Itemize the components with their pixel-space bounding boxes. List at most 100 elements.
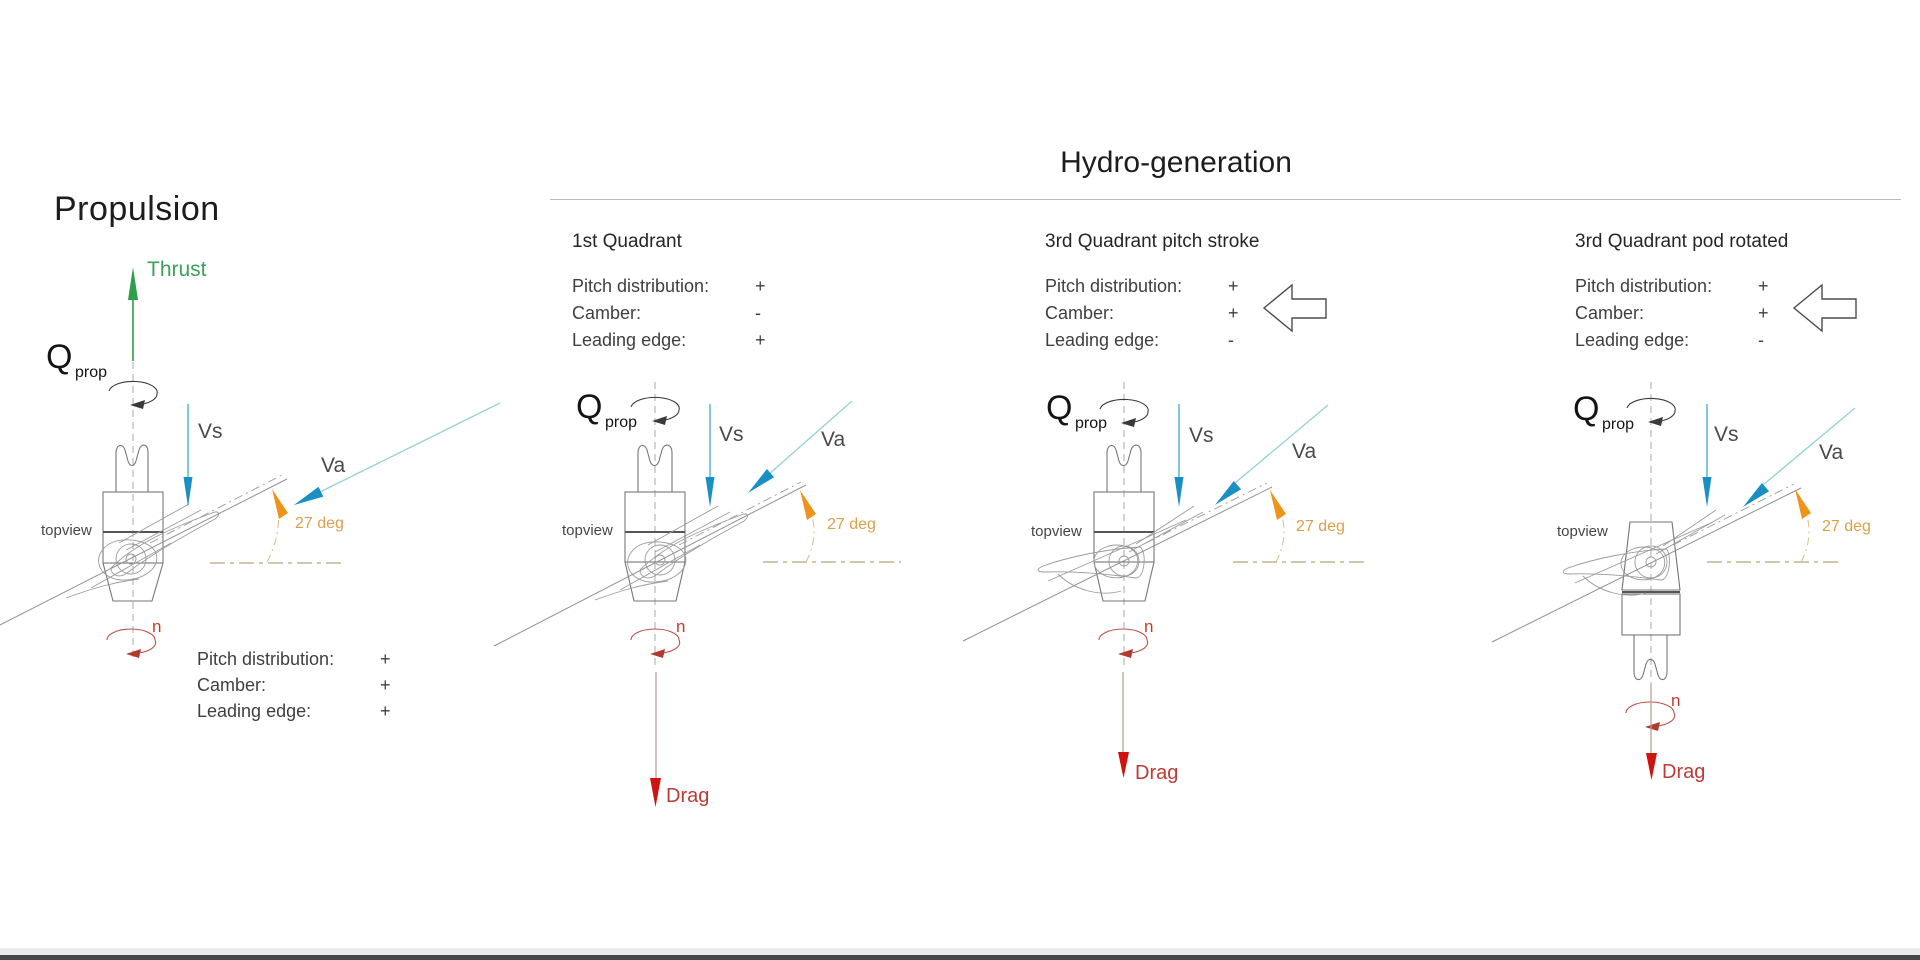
hub-circle <box>1634 545 1668 579</box>
table-label: Pitch distribution: <box>1575 276 1713 296</box>
third-quadrant-pitch-stroke-diagram <box>962 283 1364 778</box>
table-value: + <box>755 330 766 350</box>
va-arrow <box>748 400 853 493</box>
rotation-indicator-top <box>108 380 158 409</box>
q-prop-label: Q <box>1573 390 1600 428</box>
rotation-indicator-top <box>1626 397 1676 426</box>
angle-markers <box>1233 490 1364 563</box>
blade-sketch <box>594 505 748 601</box>
va-label: Va <box>321 454 346 477</box>
q-prop-subscript: prop <box>1075 415 1108 432</box>
rotation-speed-label: n <box>1144 617 1154 636</box>
table-value: + <box>380 675 391 695</box>
pod-topview <box>624 444 686 602</box>
angle-arrowhead <box>272 489 288 519</box>
thrust-label: Thrust <box>147 258 207 281</box>
table-value: + <box>380 649 391 669</box>
third-quadrant-pod-rotated-diagram <box>1491 283 1857 780</box>
angle-markers <box>1707 489 1839 563</box>
vs-arrow <box>705 404 715 507</box>
q-prop-label: Q <box>46 338 73 376</box>
va-label: Va <box>821 428 846 451</box>
va-label: Va <box>1819 441 1844 464</box>
va-label: Va <box>1292 440 1317 463</box>
angle-arrowhead <box>1795 489 1811 519</box>
angle-arrowhead <box>800 490 816 520</box>
propulsion-diagram <box>0 267 501 660</box>
vs-label: Vs <box>198 420 223 443</box>
angle-label: 27 deg <box>827 516 876 533</box>
section-divider <box>550 199 1901 200</box>
pitch-reference-line <box>493 484 807 647</box>
vs-arrow <box>1174 404 1184 507</box>
topview-label: topview <box>1031 523 1082 540</box>
table-label: Camber: <box>197 675 267 695</box>
blade-sketch <box>65 503 219 599</box>
table-value: - <box>1758 330 1764 350</box>
pitch-reference-line <box>962 486 1273 642</box>
vs-label: Vs <box>719 423 744 446</box>
pitch-reference-line <box>1491 487 1802 643</box>
rotation-indicator-bottom <box>106 628 157 658</box>
slide-bottom-edge <box>0 948 1920 955</box>
rotation-speed-label: n <box>676 617 686 636</box>
table-label: Leading edge: <box>1575 330 1690 350</box>
topview-label: topview <box>41 522 92 539</box>
va-arrow <box>294 402 501 505</box>
hub-circle <box>115 543 147 575</box>
table-label: Leading edge: <box>1045 330 1160 350</box>
angle-label: 27 deg <box>295 515 344 532</box>
rotation-speed-label: n <box>1671 691 1681 710</box>
table-value: - <box>755 303 761 323</box>
hub-circle <box>644 544 676 576</box>
page-title-hydro-generation: Hydro-generation <box>1060 146 1292 179</box>
table-value: + <box>755 276 766 296</box>
table-label: Pitch distribution: <box>1045 276 1183 296</box>
angle-arrowhead <box>1270 490 1286 520</box>
angle-markers <box>210 489 341 564</box>
drag-arrow <box>1646 684 1657 780</box>
table-label: Camber: <box>1045 303 1115 323</box>
properties-table-third-quadrant-pitch-stroke: Pitch distribution: + Camber: + Leading ed… <box>1045 273 1239 354</box>
rotation-indicator-bottom <box>630 628 681 658</box>
properties-table-first-quadrant: Pitch distribution:+ Camber:- Leading ed… <box>572 273 766 354</box>
angle-label: 27 deg <box>1822 518 1871 535</box>
table-value: + <box>1758 303 1769 323</box>
first-quadrant-diagram <box>493 382 901 807</box>
rotation-indicator-bottom <box>1625 701 1676 731</box>
rotation-indicator-bottom <box>1098 628 1149 658</box>
table-value: - <box>1228 330 1234 350</box>
blade-sketch <box>1562 509 1726 596</box>
rotation-indicator-top <box>1099 398 1149 427</box>
page-title-propulsion: Propulsion <box>54 190 220 228</box>
angle-label: 27 deg <box>1296 518 1345 535</box>
panel-heading-first-quadrant: 1st Quadrant <box>572 231 682 252</box>
table-value: + <box>380 701 391 721</box>
table-label: Leading edge: <box>572 330 687 350</box>
blade-sketch <box>1037 505 1204 594</box>
vs-label: Vs <box>1714 423 1739 446</box>
panel-heading-third-quadrant-pitch-stroke: 3rd Quadrant pitch stroke <box>1045 231 1260 252</box>
table-value: + <box>1228 303 1239 323</box>
va-arrow <box>1743 407 1856 507</box>
pod-topview <box>102 444 164 602</box>
table-label: Leading edge: <box>197 701 312 721</box>
rotation-indicator-top <box>630 396 680 425</box>
topview-label: topview <box>562 522 613 539</box>
q-prop-subscript: prop <box>605 414 638 431</box>
vs-arrow <box>1702 404 1712 507</box>
pitch-reference-line <box>0 478 288 626</box>
window-bottom-bar <box>0 955 1920 960</box>
q-prop-label: Q <box>576 388 603 426</box>
q-prop-subscript: prop <box>1602 416 1635 433</box>
angle-markers <box>763 490 901 563</box>
panel-heading-third-quadrant-pod-rotated: 3rd Quadrant pod rotated <box>1575 231 1789 252</box>
table-value: + <box>1228 276 1239 296</box>
drag-arrow <box>1118 672 1129 778</box>
thrust-arrow <box>128 267 138 361</box>
va-arrow <box>1215 404 1329 505</box>
table-label: Pitch distribution: <box>572 276 710 296</box>
vs-label: Vs <box>1189 424 1214 447</box>
